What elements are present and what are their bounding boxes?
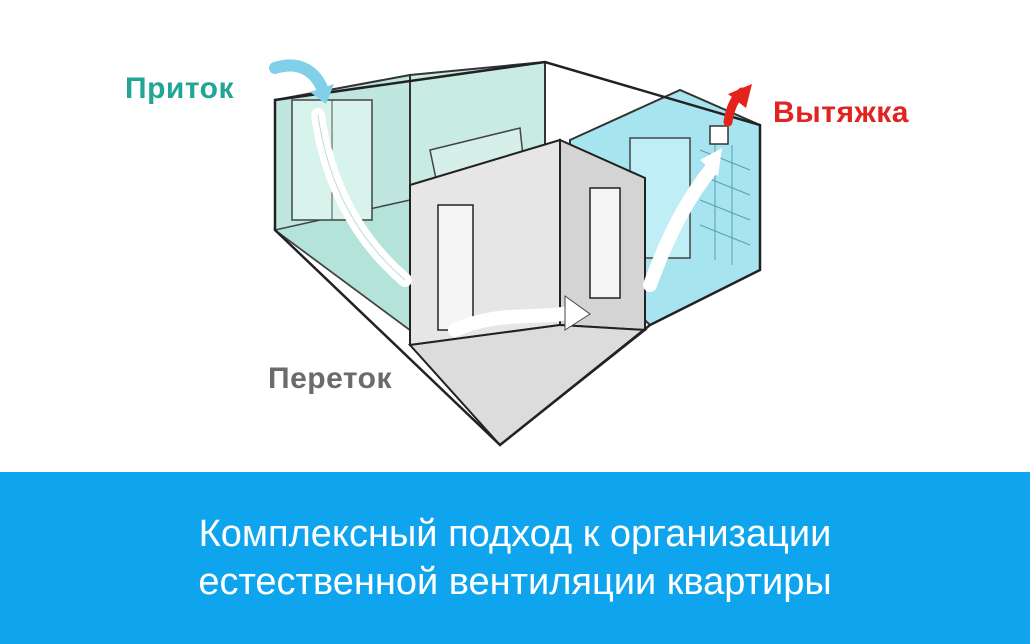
apartment-outline bbox=[273, 60, 762, 447]
supply-inflow-arrow bbox=[269, 59, 328, 94]
exhaust-vent bbox=[709, 125, 729, 145]
hallway-transfer-arrow bbox=[448, 305, 582, 337]
caption-line-1: Комплексный подход к организации bbox=[198, 513, 832, 555]
bedroom-door bbox=[437, 204, 474, 331]
caption-line-2: естественной вентиляции квартиры bbox=[198, 561, 832, 603]
bathroom-airflow-arrow bbox=[643, 161, 719, 292]
bathroom-door bbox=[589, 187, 621, 299]
apartment-illustration bbox=[269, 59, 762, 447]
exhaust-label: Вытяжка bbox=[773, 96, 909, 129]
caption-banner: Комплексный подход к организации естеств… bbox=[0, 472, 1030, 644]
supply-label: Приток bbox=[125, 72, 234, 105]
transfer-label: Переток bbox=[268, 362, 392, 395]
apartment-ventilation-diagram: Приток Вытяжка Переток bbox=[125, 59, 909, 447]
hallway-floor bbox=[407, 323, 648, 447]
